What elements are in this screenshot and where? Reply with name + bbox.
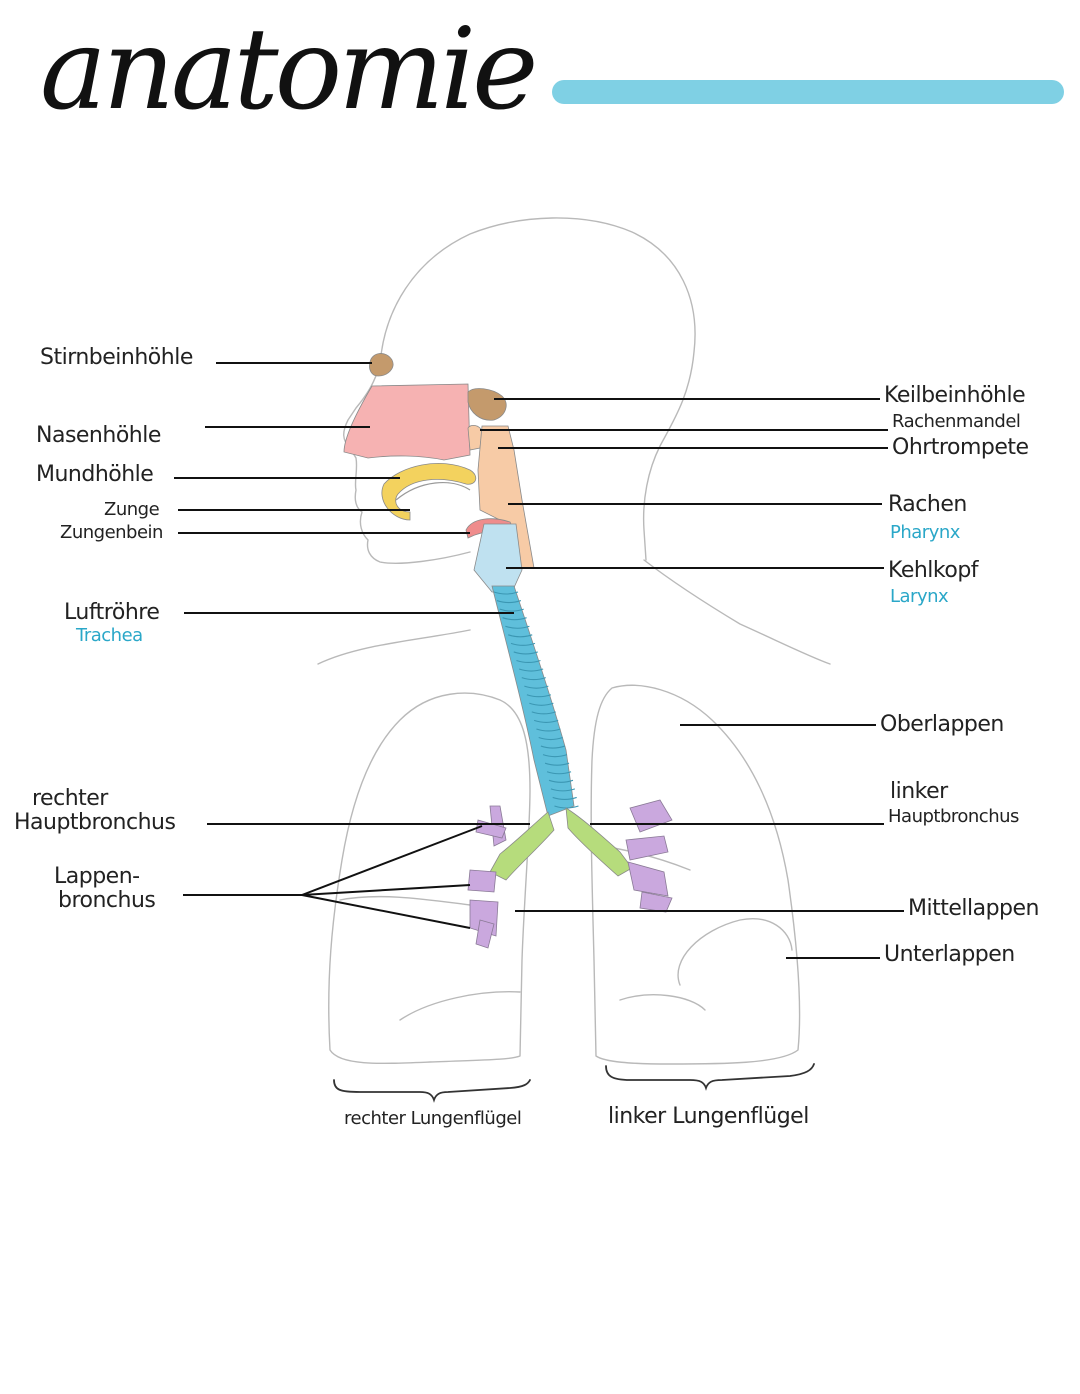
label-mundhoehle: Mundhöhle [36, 462, 154, 487]
right-lung-outline [328, 692, 531, 1065]
trachea-ring [531, 711, 556, 715]
page-title: anatomie [40, 5, 538, 135]
trachea-ring [502, 617, 527, 621]
nasal-cavity [343, 383, 471, 461]
label-rachen: Rachen [888, 492, 967, 517]
trachea-ring [538, 736, 563, 741]
trachea-ring [513, 651, 538, 655]
label-unterlappen: Unterlappen [884, 942, 1015, 967]
label-zungenbein: Zungenbein [60, 522, 163, 543]
head-outline [379, 217, 696, 561]
trachea-ring [518, 668, 544, 672]
trachea-ring [521, 677, 546, 681]
right-main-bronchus [489, 811, 555, 881]
frontal-sinus [369, 353, 394, 377]
left-lobar-bronchi [625, 799, 673, 913]
left-lung-outline [590, 684, 801, 1065]
label-linker-lungenfluegel: linker Lungenflügel [608, 1104, 809, 1129]
label-mittellappen: Mittellappen [908, 896, 1040, 921]
label-rechter-hauptbronchus-line2: Hauptbronchus [14, 810, 176, 835]
leader-lappenbronchus-4 [301, 894, 471, 929]
brace-left-lung [605, 1063, 815, 1091]
label-rechter-lungenfluegel: rechter Lungenflügel [344, 1108, 522, 1129]
label-zunge: Zunge [104, 499, 160, 520]
sphenoid-sinus [467, 388, 507, 421]
trachea-ring [496, 600, 522, 604]
trachea-ring [499, 608, 524, 612]
leader-lappenbronchus-3 [301, 884, 471, 896]
neck-shoulders-outline [317, 559, 831, 665]
trachea-ring [529, 702, 554, 706]
title-underline-bar [552, 80, 1064, 104]
trachea-ring [546, 771, 572, 775]
label-oberlappen: Oberlappen [880, 712, 1004, 737]
label-lappenbronchus-line2: bronchus [58, 888, 156, 913]
right-lung-fissure [339, 895, 521, 1021]
trachea-ring [544, 762, 570, 766]
trachea-ring [510, 642, 536, 646]
label-rachenmandel: Rachenmandel [892, 411, 1021, 432]
left-main-bronchus [565, 807, 633, 877]
label-linker-hauptbronchus-line1: linker [890, 779, 948, 804]
oral-cavity [395, 481, 471, 501]
label-linker-hauptbronchus-line2: Hauptbronchus [888, 806, 1019, 827]
larynx [473, 523, 523, 593]
label-trachea: Trachea [76, 625, 143, 646]
label-luftroehre: Luftröhre [64, 600, 160, 625]
label-lappenbronchus-line1: Lappen- [54, 864, 140, 889]
trachea-ring [526, 694, 552, 698]
trachea-ring [536, 728, 561, 732]
label-rechter-hauptbronchus-line1: rechter [32, 786, 108, 811]
label-nasenhoehle: Nasenhöhle [36, 423, 161, 448]
leader-lappenbronchus-2 [301, 825, 483, 896]
right-lobar-bronchi [467, 805, 507, 949]
trachea-ring [516, 659, 541, 664]
trachea-ring [540, 745, 566, 749]
trachea-ring [542, 754, 568, 758]
trachea-ring [493, 591, 519, 595]
tongue [381, 463, 477, 521]
label-keilbeinhoehle: Keilbeinhöhle [884, 383, 1026, 408]
label-kehlkopf: Kehlkopf [888, 558, 979, 583]
trachea-ring [505, 625, 530, 629]
trachea [491, 585, 575, 817]
label-ohrtrompete: Ohrtrompete [892, 435, 1029, 460]
label-larynx: Larynx [890, 586, 949, 607]
label-pharynx: Pharynx [890, 522, 960, 543]
trachea-ring [524, 685, 549, 689]
trachea-ring [552, 796, 577, 800]
label-stirnbeinhoehle: Stirnbeinhöhle [40, 345, 193, 370]
trachea-ring [550, 788, 576, 792]
trachea-ring [533, 719, 559, 723]
brace-right-lung [333, 1079, 531, 1103]
trachea-ring [548, 779, 574, 783]
trachea-rings [493, 591, 579, 809]
left-lung-cardiac-notch [677, 918, 793, 986]
trachea-ring [508, 634, 533, 638]
face-profile-outline [343, 364, 471, 564]
